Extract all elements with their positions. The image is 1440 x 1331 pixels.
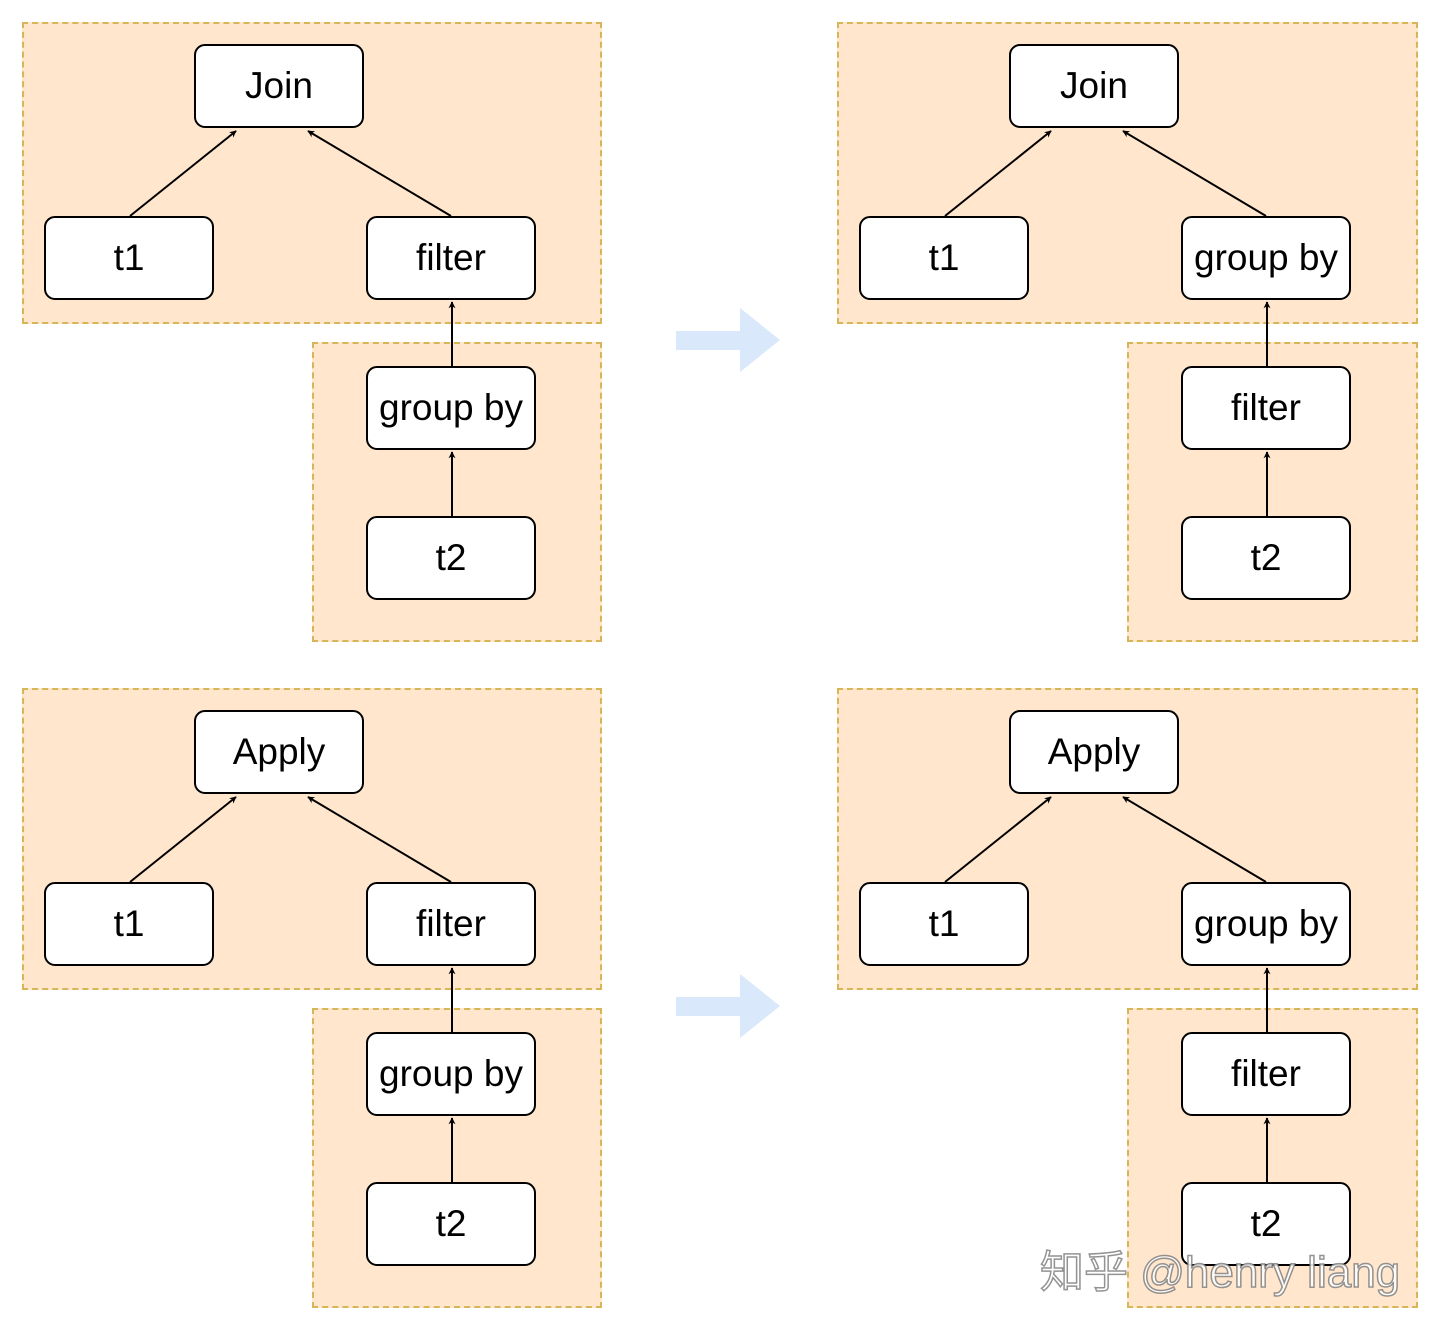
node-t1-after: t1 bbox=[859, 216, 1029, 300]
transform-arrow-bottom bbox=[676, 974, 780, 1038]
transform-arrow-bottom-shape bbox=[676, 974, 780, 1038]
node-filter-after: filter bbox=[1181, 366, 1351, 450]
transform-arrow-top-shape bbox=[676, 308, 780, 372]
node-t2-apply: t2 bbox=[366, 1182, 536, 1266]
node-t1-apply: t1 bbox=[44, 882, 214, 966]
node-t2-after: t2 bbox=[1181, 516, 1351, 600]
node-t1-apply-after: t1 bbox=[859, 882, 1029, 966]
node-join-after: Join bbox=[1009, 44, 1179, 128]
node-group-by-after: group by bbox=[1181, 216, 1351, 300]
node-t2-apply-after: t2 bbox=[1181, 1182, 1351, 1266]
node-group-by-apply: group by bbox=[366, 1032, 536, 1116]
node-filter: filter bbox=[366, 216, 536, 300]
watermark: 知乎 @henry liang bbox=[1039, 1247, 1401, 1298]
node-apply-after: Apply bbox=[1009, 710, 1179, 794]
node-group-by-apply-after: group by bbox=[1181, 882, 1351, 966]
node-filter-apply-after: filter bbox=[1181, 1032, 1351, 1116]
node-filter-apply: filter bbox=[366, 882, 536, 966]
transform-arrow-top bbox=[676, 308, 780, 372]
node-t1: t1 bbox=[44, 216, 214, 300]
node-t2: t2 bbox=[366, 516, 536, 600]
node-apply: Apply bbox=[194, 710, 364, 794]
node-join: Join bbox=[194, 44, 364, 128]
node-group-by: group by bbox=[366, 366, 536, 450]
